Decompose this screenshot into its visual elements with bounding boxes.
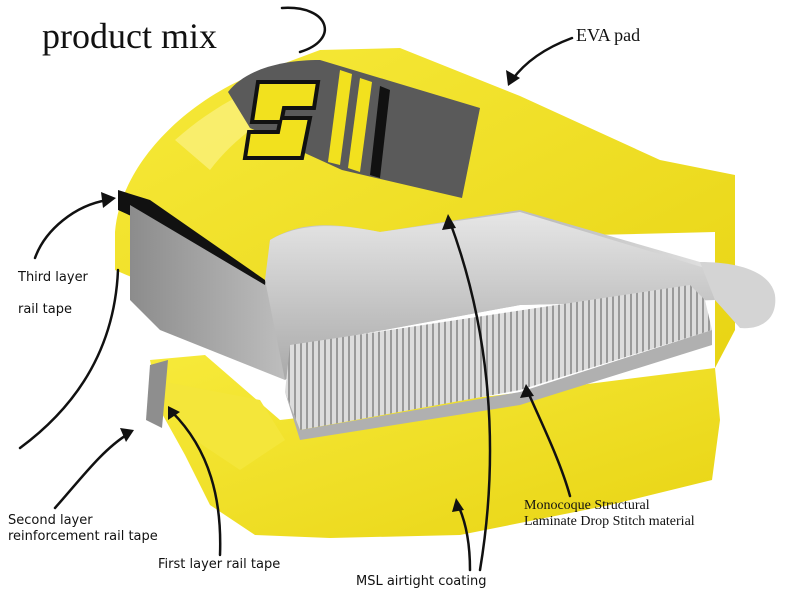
monocoque-arrow (526, 390, 572, 498)
arrowheads (101, 70, 534, 512)
arrowhead (120, 428, 134, 442)
bottom-rail-layer (150, 355, 720, 538)
brand-stripe-2 (348, 78, 372, 172)
label-third-layer: Third layer (18, 270, 88, 285)
arrowhead (168, 406, 180, 420)
label-msl-coating: MSL airtight coating (356, 574, 487, 589)
arrowhead (520, 384, 534, 398)
arrowhead (101, 192, 116, 208)
drop-stitch-threads (285, 285, 712, 430)
title-arrow-curve (280, 6, 327, 54)
label-monocoque: Monocoque Structural (524, 498, 650, 513)
first-layer-rail-tape (146, 360, 168, 428)
msl-arrow-1 (448, 220, 492, 572)
label-third-layer-rail-tape: rail tape (18, 302, 72, 317)
third-layer-arrow (33, 198, 110, 260)
third-layer-lead-line (18, 268, 120, 450)
label-drop-stitch: Laminate Drop Stitch material (524, 514, 695, 529)
arrowhead (452, 498, 464, 512)
brand-stripe-3 (370, 86, 390, 178)
drop-stitch-core-bottom-edge (285, 330, 712, 440)
label-eva-pad: EVA pad (576, 25, 641, 45)
eva-pad-arrow (510, 36, 574, 82)
label-second-layer: Second layer (8, 513, 93, 528)
pointer-arrows (18, 6, 574, 572)
eva-pad-inner-roll (700, 262, 776, 329)
arrowhead (442, 214, 456, 230)
arrowhead (506, 70, 520, 86)
brand-stripe-1 (328, 70, 352, 165)
second-layer-arrow (53, 432, 130, 510)
bottom-rail-fold (155, 380, 285, 470)
brand-logo-s-mark (242, 80, 321, 160)
label-first-layer: First layer rail tape (158, 557, 281, 572)
first-layer-arrow (170, 410, 222, 557)
diagram-title: product mix (42, 16, 217, 56)
label-second-layer-reinforcement: reinforcement rail tape (8, 529, 158, 544)
drop-stitch-core-top-face (265, 212, 715, 380)
